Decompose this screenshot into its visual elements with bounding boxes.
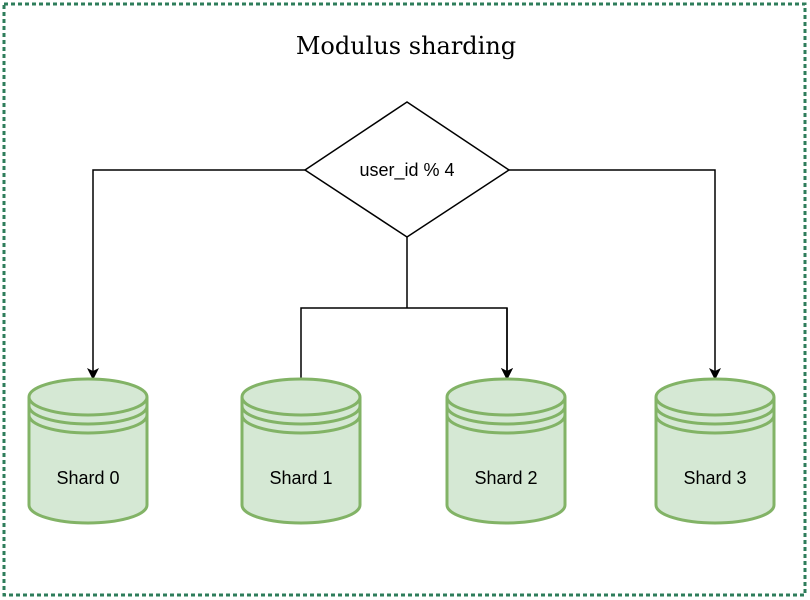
shard-0: Shard 0 (27, 377, 149, 525)
shard-2: Shard 2 (445, 377, 567, 525)
edge-to-shard-0 (87, 169, 305, 380)
edge-to-shard-3 (509, 169, 721, 380)
shard-0-body (27, 377, 149, 525)
edge-to-shard-1 (300, 307, 513, 380)
shard-2-label: Shard 2 (474, 468, 537, 488)
shard-1-body (240, 377, 362, 525)
decision-diamond (303, 101, 511, 238)
shard-1-label: Shard 1 (269, 468, 332, 488)
shard-2-rims (445, 396, 567, 435)
shard-3-rims (654, 396, 776, 435)
connectors (87, 169, 721, 380)
shard-3-body (654, 377, 776, 525)
shard-0-rims (27, 396, 149, 435)
shard-3: Shard 3 (654, 377, 776, 525)
decision-label: user_id % 4 (359, 160, 454, 181)
shard-2-body (445, 377, 567, 525)
shard-1-rims (240, 396, 362, 435)
decision-node: user_id % 4 (303, 101, 511, 238)
diagram-title: Modulus sharding (296, 32, 516, 60)
shard-0-label: Shard 0 (56, 468, 119, 488)
shard-1: Shard 1 (240, 377, 362, 525)
shard-3-label: Shard 3 (683, 468, 746, 488)
